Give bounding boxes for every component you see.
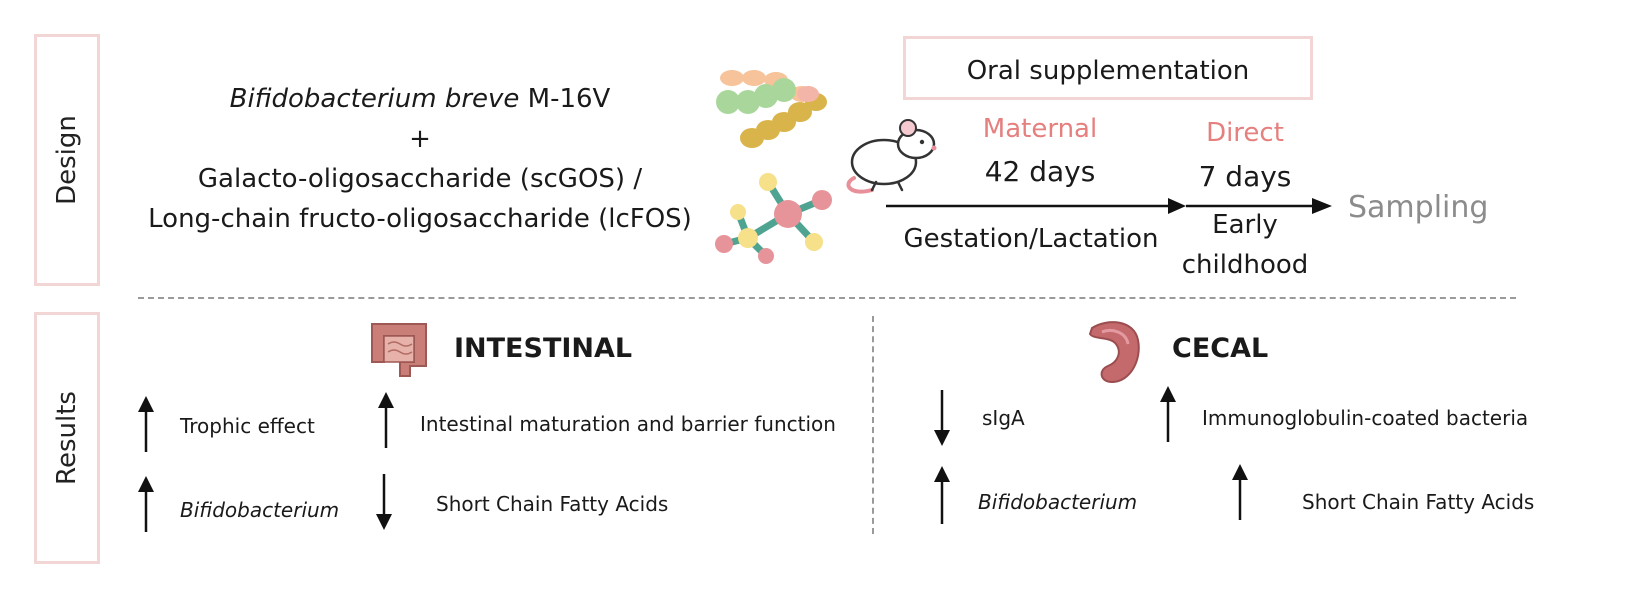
up-arrow-icon — [1232, 464, 1248, 520]
oral-supplementation-label: Oral supplementation — [966, 56, 1250, 86]
cecal-title: CECAL — [1172, 333, 1269, 364]
cecal-siga: sIgA — [982, 406, 1025, 430]
oligosaccharide-molecule-icon — [715, 173, 832, 264]
results-label-box: Results — [34, 312, 100, 564]
up-arrow-icon — [138, 396, 154, 452]
sampling-label: Sampling — [1348, 190, 1489, 225]
up-arrow-icon — [934, 466, 950, 524]
design-label: Design — [52, 115, 82, 205]
maternal-days: 42 days — [984, 155, 1096, 188]
direct-label: Direct — [1206, 118, 1284, 148]
cecal-scfa: Short Chain Fatty Acids — [1302, 490, 1535, 514]
cecum-icon — [1088, 321, 1140, 384]
up-arrow-icon — [138, 476, 154, 532]
results-label: Results — [52, 391, 82, 485]
intestine-icon — [371, 323, 427, 377]
up-arrow-icon — [378, 392, 394, 448]
probiotic-name: Bifidobacterium breve M-16V — [229, 84, 611, 114]
intestinal-title: INTESTINAL — [454, 333, 633, 364]
intestinal-scfa: Short Chain Fatty Acids — [436, 492, 669, 516]
oral-supplementation-box: Oral supplementation — [903, 36, 1313, 100]
direct-period-line-1: Early — [1212, 210, 1278, 240]
prebiotic-line-2: Long-chain fructo-oligosaccharide (lcFOS… — [148, 204, 692, 234]
prebiotic-line-1: Galacto-oligosaccharide (scGOS) / — [197, 164, 643, 194]
down-arrow-icon — [376, 474, 392, 530]
maternal-period: Gestation/Lactation — [903, 224, 1159, 254]
maternal-label: Maternal — [982, 114, 1098, 144]
down-arrow-icon — [934, 390, 950, 446]
mouse-icon — [846, 119, 937, 194]
direct-period-line-2: childhood — [1181, 250, 1309, 280]
vertical-divider — [872, 316, 874, 534]
intestinal-trophic-effect: Trophic effect — [180, 414, 315, 438]
direct-days: 7 days — [1198, 160, 1292, 193]
design-label-box: Design — [34, 34, 100, 286]
plus-sign: + — [409, 124, 431, 154]
cecal-bifidobacterium: Bifidobacterium — [978, 490, 1138, 514]
up-arrow-icon — [1160, 386, 1176, 442]
bacteria-icon — [716, 70, 827, 148]
intestinal-bifidobacterium: Bifidobacterium — [180, 498, 340, 522]
cecal-ig-coated-bacteria: Immunoglobulin-coated bacteria — [1202, 406, 1529, 430]
horizontal-divider — [138, 297, 1516, 299]
timeline-arrow — [886, 198, 1332, 214]
intestinal-maturation-barrier: Intestinal maturation and barrier functi… — [420, 412, 836, 436]
